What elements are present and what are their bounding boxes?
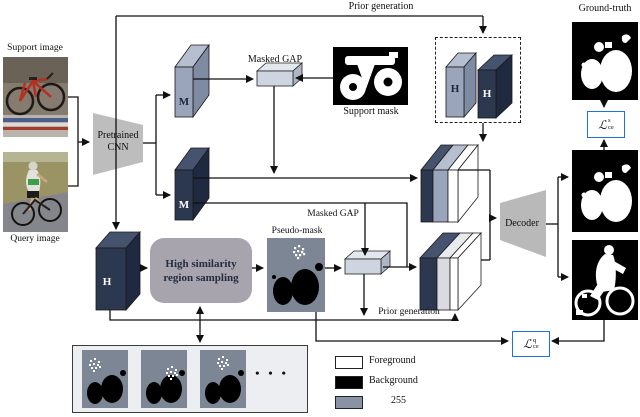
- ellipsis-dots: • • •: [255, 366, 289, 380]
- prediction-mask-support-branch: [572, 150, 638, 232]
- loss-query-superscript: q: [532, 336, 537, 344]
- loss-support-subscript: ce: [607, 123, 614, 131]
- prediction-mask-query-branch: [572, 240, 638, 320]
- h-query-block-label: H: [102, 276, 112, 288]
- high-similarity-region-sampling-module: High similarity region sampling: [150, 238, 252, 303]
- legend-label-foreground: Foreground: [369, 355, 416, 366]
- prior-feature-dashed-box: [435, 37, 521, 123]
- loss-support-symbol: ℒ: [598, 117, 607, 132]
- masked-gap-top-label: Masked GAP: [247, 54, 303, 65]
- masked-gap-box-bottom: [343, 250, 392, 275]
- masked-gap-bottom-label: Masked GAP: [307, 209, 359, 219]
- legend-swatch-background: [335, 376, 363, 389]
- m-query-block-label: M: [178, 199, 190, 211]
- pseudo-mask-label: Pseudo-mask: [271, 226, 323, 236]
- concat-block-support-branch: [420, 143, 479, 224]
- prior-slab-light: [445, 51, 477, 119]
- legend-label-255: 255: [391, 395, 406, 406]
- decoder-block: [500, 190, 546, 257]
- prior-slab-dark: [476, 54, 514, 119]
- support-mask-image: [333, 47, 408, 105]
- concat-block-query-branch: [419, 231, 482, 312]
- support-mask-label: Support mask: [343, 106, 399, 117]
- ground-truth-label: Ground-truth: [578, 3, 632, 14]
- legend-label-background: Background: [369, 375, 418, 386]
- pretrained-cnn-label-line1: Pretrained: [97, 130, 139, 141]
- hsrs-label-line2: region sampling: [163, 271, 239, 284]
- loss-query-symbol: ℒ: [523, 337, 532, 351]
- prior-generation-top-label: Prior generation: [348, 1, 414, 12]
- query-image-photo: [3, 152, 68, 232]
- loss-support-superscript: s: [607, 117, 611, 124]
- sampled-mask-1: [82, 350, 128, 408]
- support-image-label: Support image: [7, 43, 63, 53]
- pretrained-cnn-label: Pretrained CNN: [95, 130, 141, 154]
- pseudo-mask-image: [267, 238, 325, 312]
- h-prior-light-slab-label: H: [450, 83, 460, 95]
- support-image-photo: [3, 57, 68, 137]
- feature-block-h-query: [95, 230, 141, 312]
- m-support-block-label: M: [178, 96, 190, 108]
- hsrs-label-line1: High similarity: [165, 257, 237, 270]
- ground-truth-mask-image: [572, 22, 638, 100]
- masked-gap-box-top: [255, 62, 304, 87]
- h-prior-dark-slab-label: H: [482, 88, 492, 100]
- loss-support-branch-box: ℒ s ce: [587, 111, 625, 138]
- sampled-mask-3: [200, 350, 246, 408]
- pretrained-cnn-label-line2: CNN: [107, 142, 129, 153]
- feature-block-m-query: [174, 146, 210, 222]
- loss-query-branch-box: ℒ q ce: [512, 331, 550, 357]
- loss-query-subscript: ce: [532, 343, 539, 350]
- feature-block-m-support: [174, 43, 210, 119]
- legend-swatch-foreground: [335, 356, 363, 369]
- legend-swatch-255: [335, 396, 363, 409]
- query-image-label: Query image: [10, 234, 60, 244]
- prior-generation-bottom-label: Prior generation: [378, 307, 440, 317]
- sampled-mask-2: [141, 350, 187, 408]
- decoder-label: Decoder: [505, 218, 539, 229]
- pretrained-cnn-block: [93, 113, 143, 175]
